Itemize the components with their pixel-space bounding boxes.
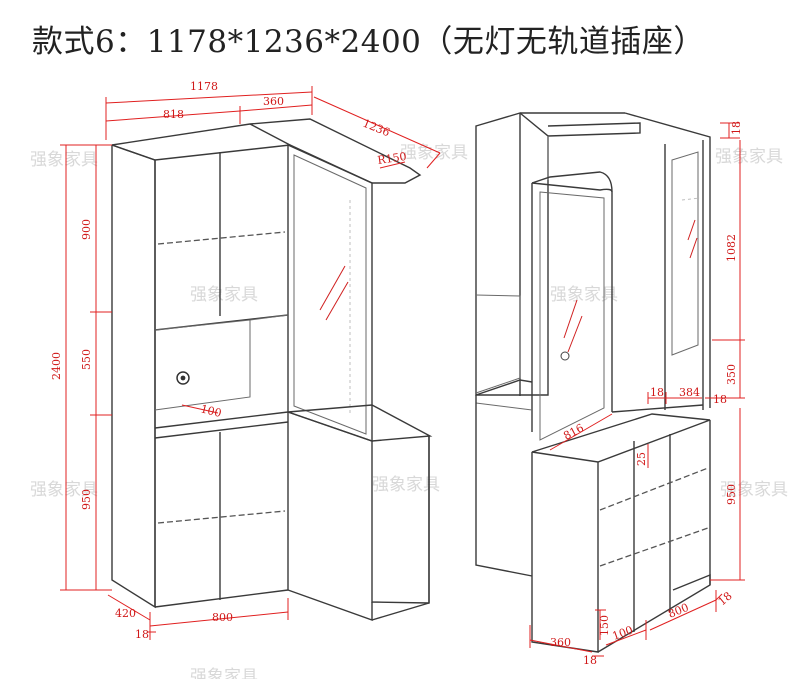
watermark: 强象家具	[715, 147, 783, 167]
watermark: 强象家具	[30, 480, 98, 500]
dim-h-gap: 350	[725, 364, 738, 385]
watermark: 强象家具	[400, 143, 468, 163]
dim-diag-length: 1236	[361, 117, 392, 140]
dim-height-total: 2400	[50, 352, 63, 380]
dim-total-width: 1178	[190, 80, 218, 93]
dim-height-top: 900	[80, 219, 93, 240]
dim-right-width: 360	[263, 95, 284, 108]
watermark: 强象家具	[30, 150, 98, 170]
left-dimensions: 1178 818 360 1236 R150 2400 900 550 950 …	[50, 80, 441, 641]
dim-w-100: 100	[611, 623, 635, 642]
dim-shelf-b: 384	[679, 386, 700, 399]
dim-w-360: 360	[550, 636, 571, 649]
dim-shelf-depth: 100	[199, 402, 223, 420]
dim-h-lower: 950	[725, 484, 738, 505]
dim-base: 18	[135, 628, 149, 641]
dim-height-mid: 550	[80, 349, 93, 370]
right-dimensions: 18 1082 350 18 950 18 384 816 25 360 18	[529, 121, 745, 667]
dim-radius: R150	[377, 150, 408, 167]
dim-left-width: 818	[163, 108, 184, 121]
dim-h-upper: 1082	[725, 234, 738, 262]
watermark: 强象家具	[550, 285, 618, 305]
watermark: 强象家具	[190, 285, 258, 305]
watermark: 强象家具	[190, 667, 258, 679]
dim-h-150: 150	[598, 615, 611, 636]
right-cabinet-drawing	[475, 112, 711, 653]
dim-top-thk: 18	[730, 121, 743, 135]
watermark: 强象家具	[720, 480, 788, 500]
dim-bottom-width: 800	[212, 611, 233, 624]
dim-height-bottom: 950	[80, 489, 93, 510]
left-cabinet-drawing	[111, 118, 433, 621]
page-title: 款式6：1178*1236*2400（无灯无轨道插座）	[32, 24, 705, 60]
dim-r-18: 18	[716, 589, 735, 608]
watermark: 强象家具	[372, 475, 440, 495]
watermarks: 强象家具 强象家具 强象家具 强象家具 强象家具 强象家具 强象家具 强象家具 …	[30, 143, 788, 679]
dim-gap-thk: 18	[713, 393, 727, 406]
dim-depth: 420	[115, 607, 136, 620]
dim-b-18: 18	[583, 654, 597, 667]
dim-shelf-a: 18	[650, 386, 664, 399]
dim-top-25: 25	[635, 452, 648, 466]
